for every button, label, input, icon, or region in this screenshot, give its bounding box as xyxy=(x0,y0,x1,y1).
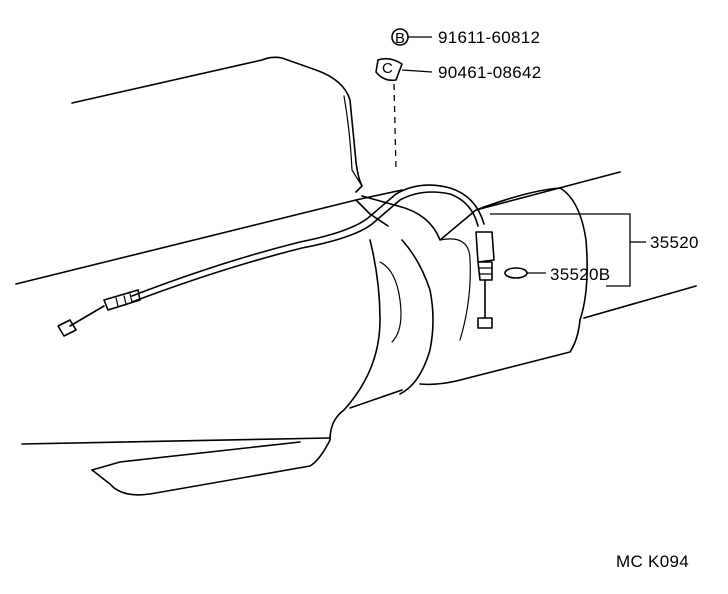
fuel-tank-outline xyxy=(21,171,697,496)
part-number-clamp: 90461-08642 xyxy=(438,63,542,82)
o-ring-symbol xyxy=(504,267,528,279)
clamp-badge: C xyxy=(382,60,393,77)
part-number-o-ring: 35520B xyxy=(550,265,610,284)
part-number-bolt: 91611-60812 xyxy=(438,28,540,47)
bolt-symbol: B xyxy=(391,28,409,47)
floor-panel-outline xyxy=(15,56,403,285)
cable-clamp: C xyxy=(375,57,403,171)
leader-lines xyxy=(401,36,646,287)
diagram-code: MC K094 xyxy=(616,552,689,571)
parking-brake-cable xyxy=(57,184,495,337)
part-number-cable-assy: 35520 xyxy=(650,233,699,252)
bolt-badge: B xyxy=(395,30,405,47)
